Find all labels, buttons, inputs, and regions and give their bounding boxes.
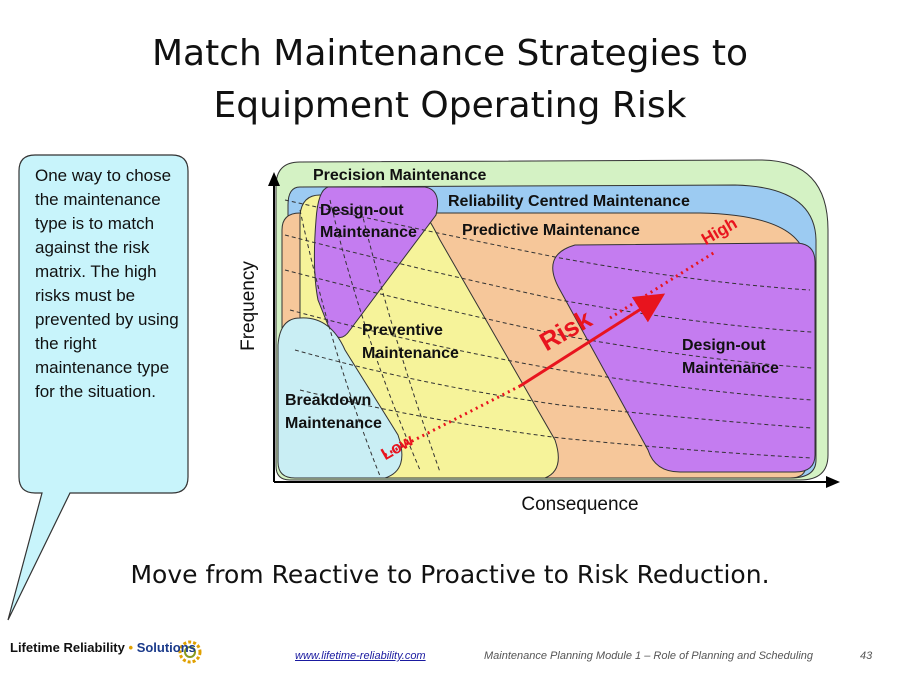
- footer-url-link[interactable]: www.lifetime-reliability.com: [295, 650, 426, 662]
- risk-dotted-line-low: [384, 384, 521, 457]
- contour-lines: [284, 199, 813, 477]
- label-preventive-1: Preventive: [362, 322, 443, 339]
- label-precision: Precision Maintenance: [313, 167, 486, 184]
- callout-bubble: [7, 154, 189, 621]
- label-design-out-top-2: Maintenance: [320, 224, 417, 241]
- x-axis-label: Consequence: [521, 494, 638, 515]
- footer-logo: Lifetime Reliability • Solutions: [10, 640, 196, 655]
- slide-title: Match Maintenance Strategies to Equipmen…: [0, 28, 900, 132]
- risk-arrow: [519, 293, 666, 388]
- page-number: 43: [860, 650, 873, 662]
- footer-module: Maintenance Planning Module 1 – Role of …: [484, 650, 814, 662]
- label-preventive-2: Maintenance: [362, 345, 459, 362]
- label-breakdown-2: Maintenance: [285, 415, 382, 432]
- region-breakdown: [277, 317, 403, 479]
- logo-text-part2: Solutions: [136, 640, 196, 655]
- logo-dot: •: [128, 640, 134, 655]
- logo-text-part1: Lifetime Reliability: [10, 640, 125, 655]
- title-line-1: Match Maintenance Strategies to: [151, 33, 748, 74]
- label-design-out-top-1: Design-out: [320, 202, 404, 219]
- label-predictive: Predictive Maintenance: [462, 222, 640, 239]
- label-rcm: Reliability Centred Maintenance: [448, 193, 690, 210]
- gear-icon: [178, 640, 202, 664]
- label-design-out-right-2: Maintenance: [682, 360, 779, 377]
- label-breakdown-1: Breakdown: [285, 392, 371, 409]
- y-axis-arrowhead: [268, 172, 280, 186]
- region-design-out-right: [552, 242, 816, 473]
- x-axis-arrowhead: [826, 476, 840, 488]
- label-design-out-right-1: Design-out: [682, 337, 766, 354]
- title-line-2: Equipment Operating Risk: [213, 85, 687, 126]
- risk-dotted-line-high: [609, 250, 716, 320]
- y-axis-label: Frequency: [238, 261, 259, 351]
- callout-text: One way to chose the maintenance type is…: [35, 166, 179, 401]
- tagline: Move from Reactive to Proactive to Risk …: [130, 560, 770, 589]
